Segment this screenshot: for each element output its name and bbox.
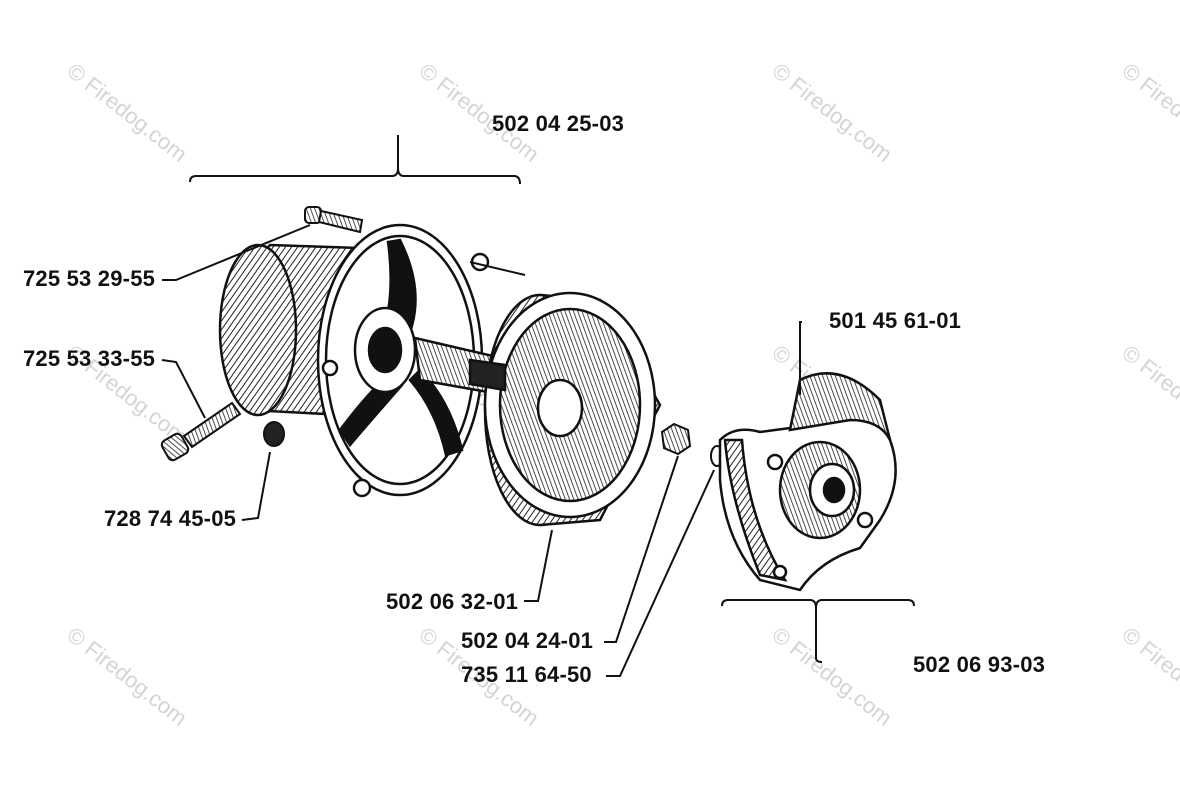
clutch-shoe-drawing bbox=[718, 372, 897, 592]
part-label-clutch-shoe: 501 45 61-01 bbox=[829, 308, 962, 333]
part-label-screw-top: 725 53 29-55 bbox=[23, 266, 156, 291]
plug-drawing bbox=[263, 421, 285, 447]
assembly-bracket-bottom bbox=[721, 599, 915, 663]
assembly-bracket-top bbox=[189, 135, 521, 185]
nut-drawing bbox=[660, 422, 692, 456]
part-label-clutch-drum-assembly: 502 04 25-03 bbox=[492, 111, 625, 136]
screw-top-drawing bbox=[304, 206, 364, 234]
clutch-drum-drawing bbox=[468, 291, 662, 527]
leader-lines bbox=[161, 224, 802, 677]
part-label-clutch-assembly: 502 06 93-03 bbox=[913, 652, 1046, 677]
part-label-nut: 502 04 24-01 bbox=[461, 628, 594, 653]
bolt-drawing bbox=[160, 401, 242, 462]
clutch-housing-drawing bbox=[218, 223, 526, 498]
part-label-plug: 728 74 45-05 bbox=[104, 506, 237, 531]
part-label-screw-bolt: 725 53 33-55 bbox=[23, 346, 156, 371]
part-label-clutch-drum: 502 06 32-01 bbox=[386, 589, 519, 614]
part-label-washer: 735 11 64-50 bbox=[461, 662, 592, 687]
